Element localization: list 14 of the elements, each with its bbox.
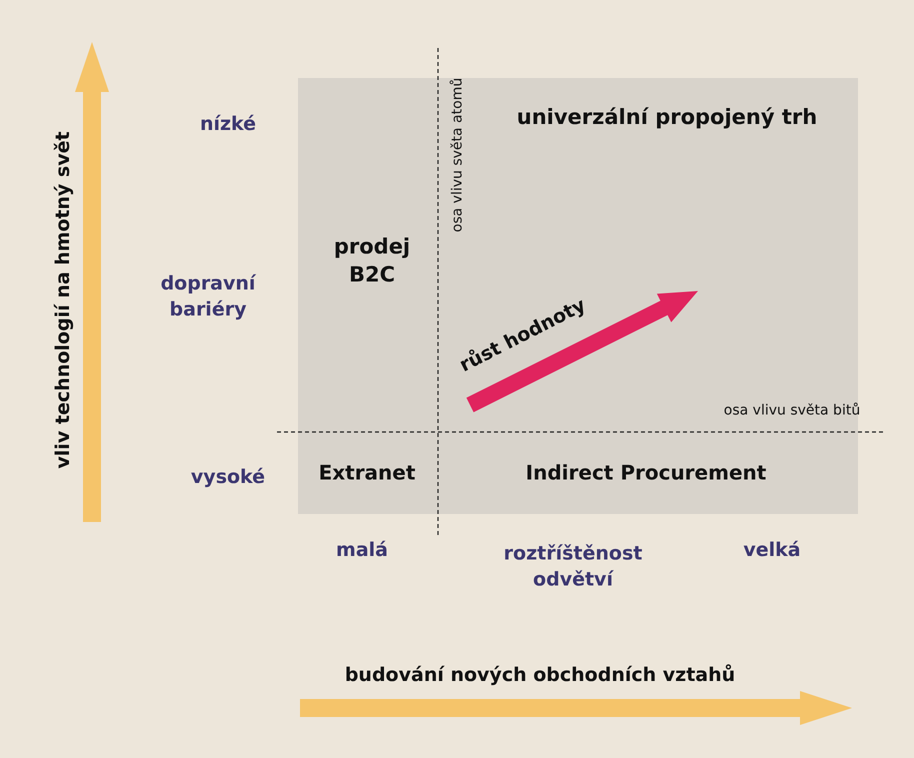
- axis-title: vliv technologií na hmotný svět: [51, 131, 76, 469]
- axis-label: osa vlivu světa atomů: [448, 78, 467, 232]
- axis-value: vysoké: [190, 465, 266, 490]
- axis-label: osa vlivu světa bitů: [724, 402, 860, 420]
- quadrant-label: Extranet: [318, 460, 416, 486]
- axis-title: budování nových obchodních vztahů: [344, 663, 736, 688]
- axis-value: velká: [743, 538, 801, 564]
- quadrant-label: Indirect Procurement: [526, 460, 766, 486]
- axis-value: dopravní bariéry: [160, 271, 257, 322]
- axis-value: nízké: [200, 112, 256, 138]
- quadrant-label: univerzální propojený trh: [516, 104, 818, 131]
- axis-title: roztříštěnost odvětví: [502, 541, 644, 592]
- axis-value: malá: [336, 538, 388, 564]
- quadrant-label: prodej B2C: [332, 234, 412, 289]
